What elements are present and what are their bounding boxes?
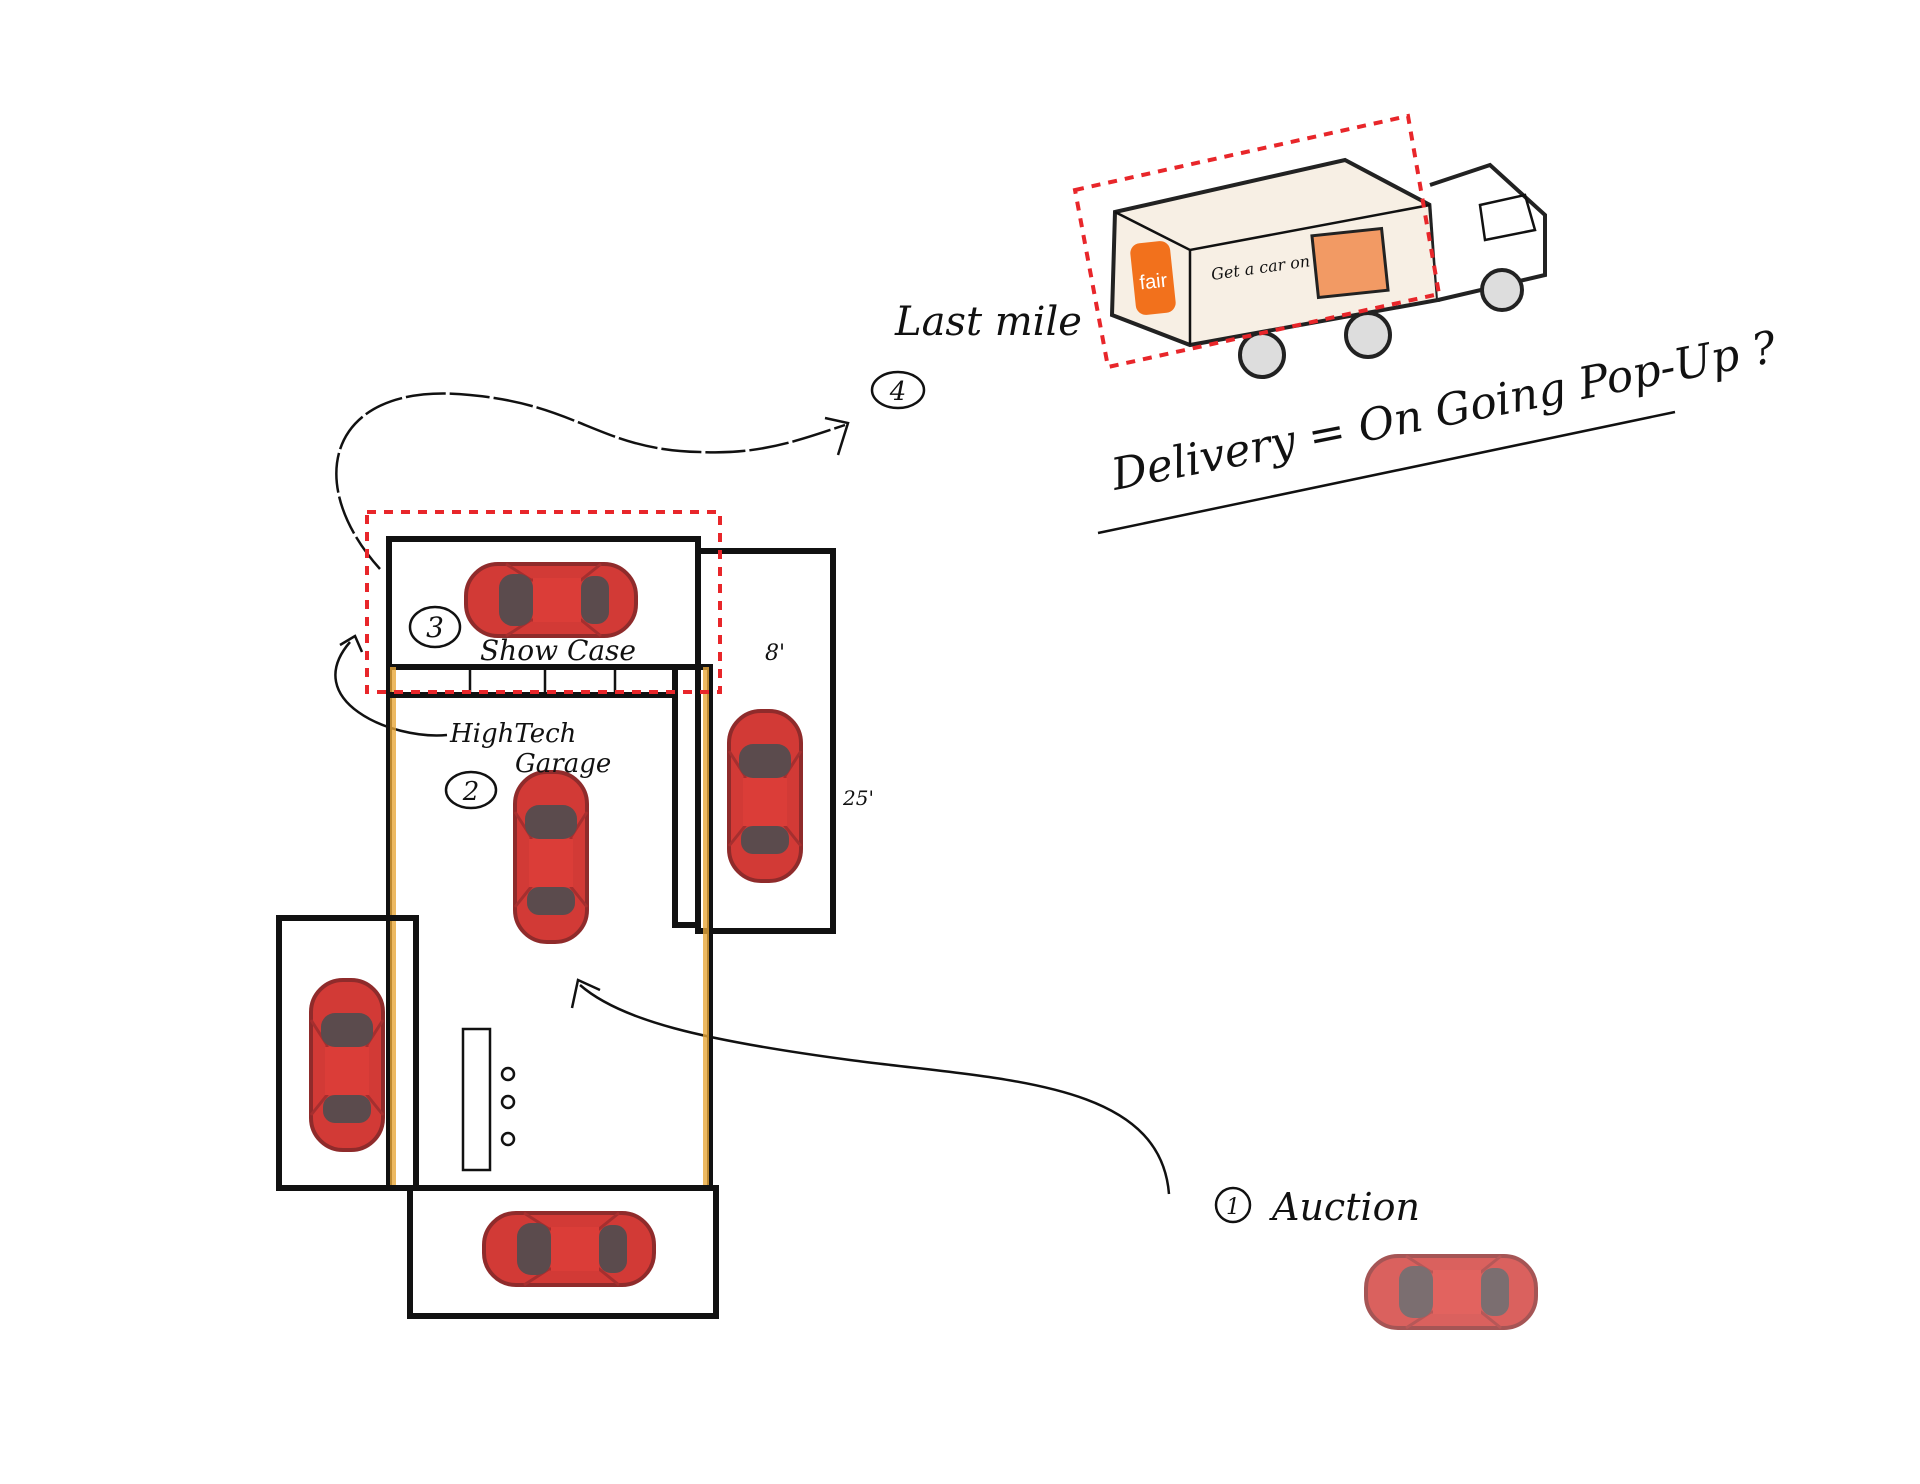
floor-plan [276,510,836,1319]
stool [500,1094,516,1110]
left-room [276,915,419,1191]
side-room [695,548,836,934]
arrowhead-icon [824,416,850,456]
step-4-marker: 4 [870,370,926,410]
step-2-marker: 2 [444,770,498,810]
step-3-marker: 3 [408,605,462,649]
arrow-from-auction [579,984,1171,1195]
bench [461,1027,492,1172]
arrow-to-showcase [334,641,448,737]
step-1-number: 1 [1226,1195,1240,1220]
showcase-highlight-box [365,510,722,694]
stool [500,1131,516,1147]
car-showcase [464,562,638,638]
caption-underline [1097,410,1676,535]
car-side-room [727,709,803,883]
dimension-25ft: 25' [842,786,874,810]
car-garage [513,770,589,944]
step-1-marker: 1 [1214,1186,1252,1224]
car-left-room [309,978,385,1152]
show-case-label: Show Case [480,634,636,667]
auction-label: Auction [1269,1185,1420,1229]
garage-label: Garage [515,749,611,779]
arrowhead-icon [570,978,601,1009]
dimension-8ft: 8' [765,641,785,666]
arrow-to-last-mile [335,392,846,570]
last-mile-label: Last mile [894,299,1082,345]
stool [500,1066,516,1082]
truck-poster [1310,226,1390,300]
step-3-number: 3 [426,611,444,644]
car-bottom-room [482,1211,656,1287]
truck-highlight-box [1072,113,1442,370]
delivery-truck: fair Get a car on [1072,113,1547,379]
fair-logo: fair [1130,241,1176,315]
bottom-room [407,1185,719,1319]
logo-text: fair [1138,270,1168,295]
hightech-label: HighTech [449,719,576,749]
car-auction [1364,1254,1538,1330]
delivery-caption: Delivery = On Going Pop-Up ? [1106,322,1781,501]
step-2-number: 2 [462,777,480,807]
step-4-number: 4 [889,377,907,407]
arrowhead-icon [339,634,364,653]
